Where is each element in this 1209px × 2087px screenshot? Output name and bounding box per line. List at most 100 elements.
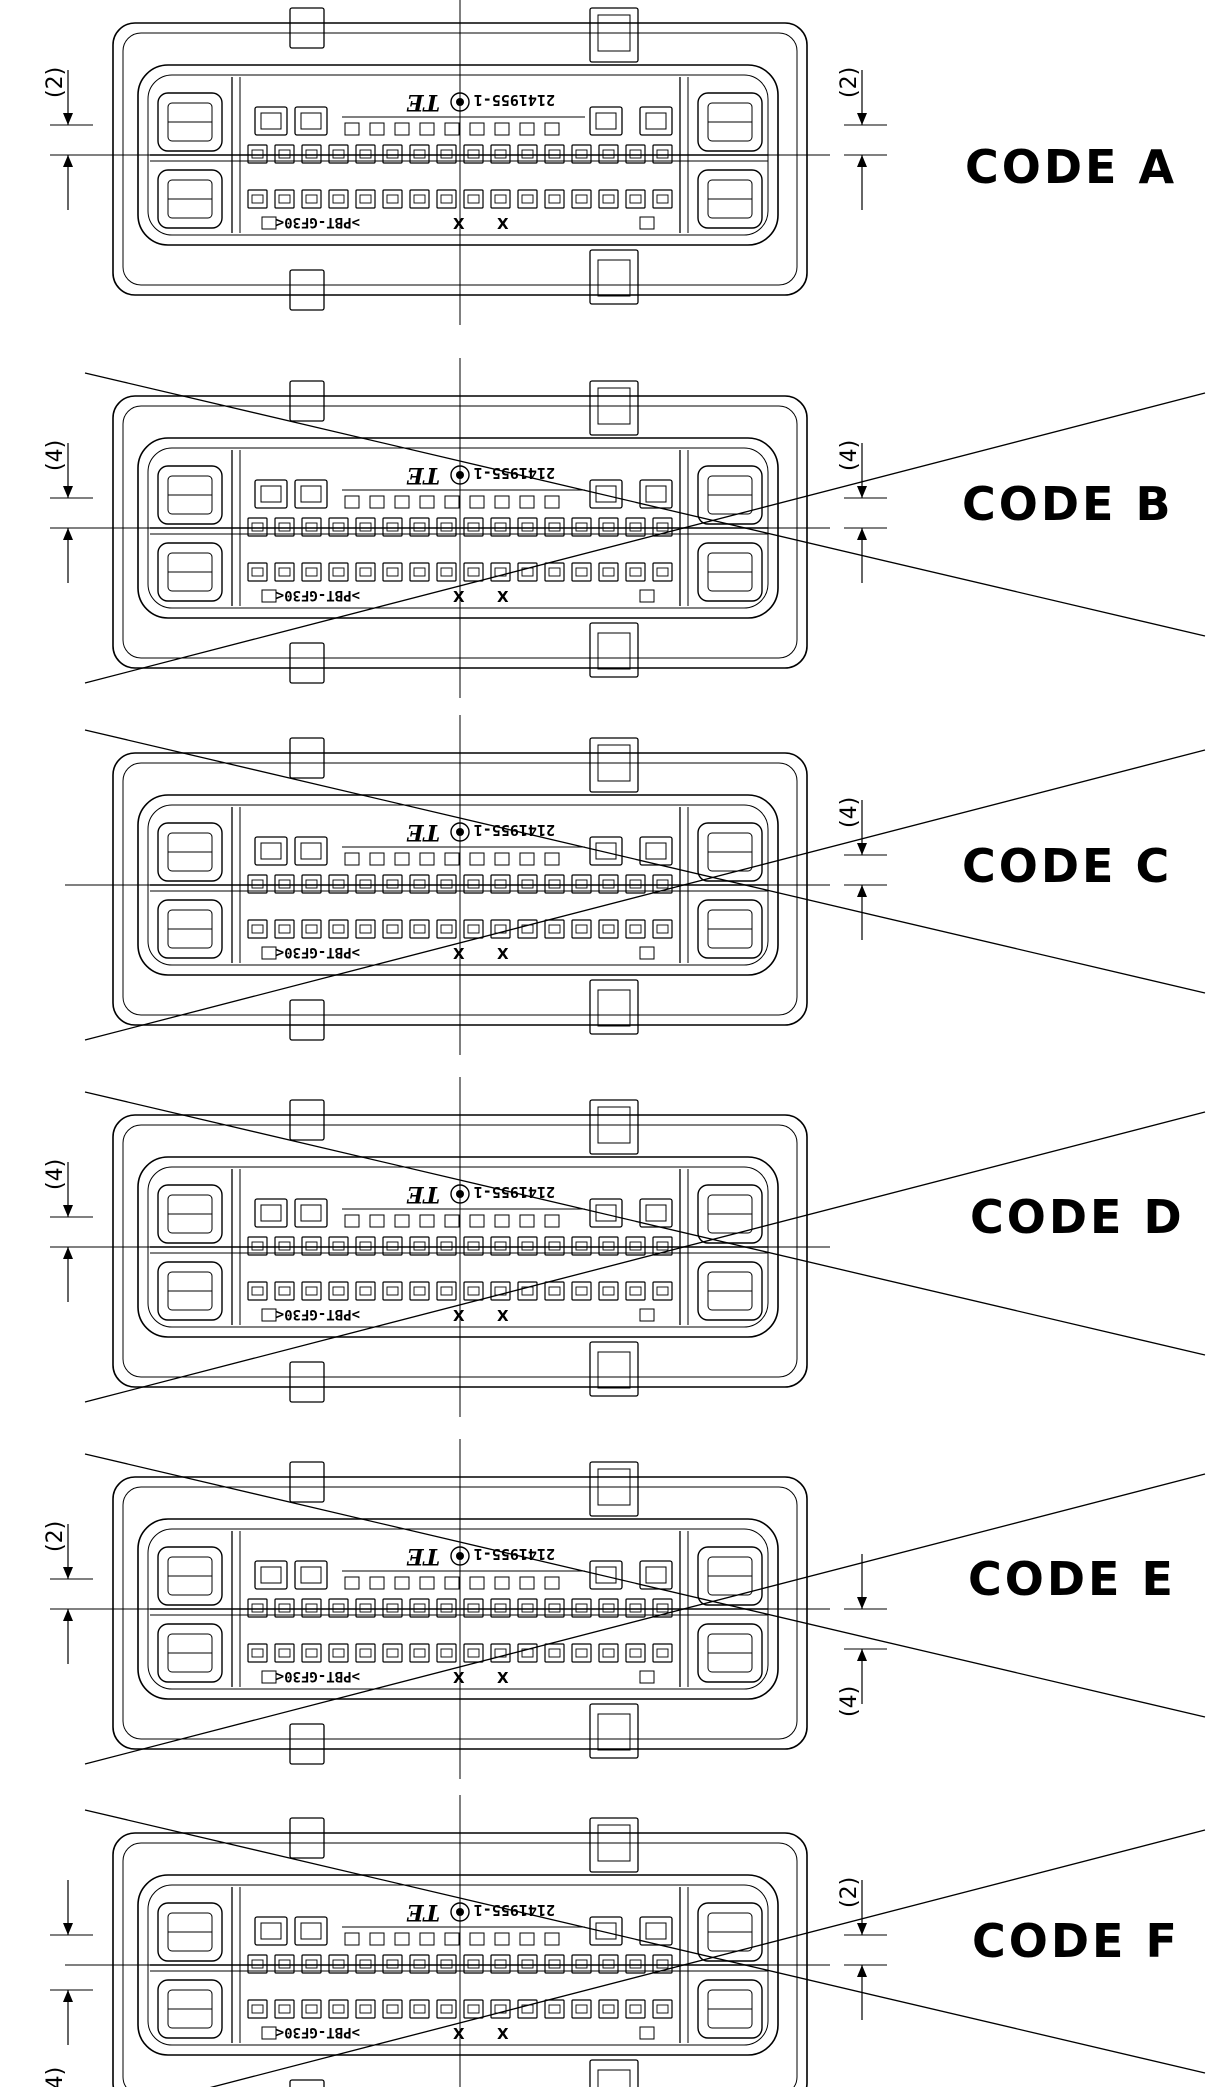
end-cavity bbox=[697, 1623, 763, 1683]
dimension-label-group: (4) bbox=[43, 440, 68, 471]
dimension-1: (2) bbox=[837, 67, 887, 210]
pin-cavity bbox=[519, 1214, 535, 1228]
coding-cavity bbox=[589, 1198, 623, 1228]
x-mark: X bbox=[453, 945, 465, 963]
pin-cavity bbox=[328, 919, 349, 939]
pin-cavity-inner bbox=[305, 1648, 318, 1658]
pin-cavity bbox=[409, 1643, 430, 1663]
pin-cavity-inner bbox=[602, 1959, 615, 1969]
pin-cavity-inner bbox=[278, 567, 291, 577]
pin-cavity-inner bbox=[575, 924, 588, 934]
pin-cavity-inner bbox=[386, 1648, 399, 1658]
inverted-material: >PBT-GF30< bbox=[276, 1668, 360, 1684]
pin-cavity bbox=[274, 1598, 295, 1618]
pin-cavity bbox=[625, 562, 646, 582]
pin-cavity bbox=[394, 1214, 410, 1228]
coding-cavity bbox=[589, 1560, 623, 1590]
pin-cavity bbox=[519, 1932, 535, 1946]
pin-cavity-inner bbox=[386, 924, 399, 934]
pin-cavity bbox=[328, 562, 349, 582]
dimension-arrow bbox=[63, 1990, 73, 2002]
latch-tab bbox=[289, 1099, 325, 1141]
material-marking: >PBT-GF30< bbox=[276, 2024, 360, 2040]
pin-cavity bbox=[544, 1954, 565, 1974]
pin-cavity bbox=[544, 1598, 565, 1618]
pin-cavity-inner bbox=[521, 1241, 534, 1251]
pin-cavity bbox=[344, 1932, 360, 1946]
dimension-label: (4) bbox=[43, 1159, 68, 1190]
pin-cavity bbox=[301, 1999, 322, 2019]
pin-cavity-inner bbox=[251, 924, 264, 934]
pin-cavity-inner bbox=[278, 924, 291, 934]
pin-cavity bbox=[598, 517, 619, 537]
pin-cavity bbox=[544, 1999, 565, 2019]
pin-cavity bbox=[652, 562, 673, 582]
pin-cavity bbox=[344, 495, 360, 509]
pin-cavity bbox=[625, 1598, 646, 1618]
pin-cavity bbox=[544, 852, 560, 866]
pin-cavity bbox=[517, 517, 538, 537]
pin-cavity-inner bbox=[440, 149, 453, 159]
pin-cavity bbox=[274, 919, 295, 939]
pin-cavity-inner bbox=[548, 1648, 561, 1658]
foot-mark bbox=[639, 1670, 655, 1684]
pin-cavity-inner bbox=[629, 149, 642, 159]
pin-cavity bbox=[355, 1643, 376, 1663]
pin-cavity-inner bbox=[575, 1648, 588, 1658]
pin-cavity-inner bbox=[548, 149, 561, 159]
pin-cavity-inner bbox=[629, 522, 642, 532]
coding-cavity-inner bbox=[300, 842, 322, 860]
latch-tab-inner bbox=[597, 744, 631, 782]
dimension-arrow bbox=[63, 1609, 73, 1621]
pin-cavity-inner bbox=[386, 567, 399, 577]
pin-cavity bbox=[409, 517, 430, 537]
pin-cavity bbox=[355, 874, 376, 894]
pin-cavity-inner bbox=[413, 149, 426, 159]
latch-tab bbox=[289, 1723, 325, 1765]
pin-cavity bbox=[436, 517, 457, 537]
material-marking: >PBT-GF30< bbox=[276, 944, 360, 960]
end-cavity bbox=[157, 1184, 223, 1244]
latch-tab bbox=[289, 380, 325, 422]
pin-cavity-inner bbox=[251, 1286, 264, 1296]
dimension-0: (4) bbox=[837, 797, 887, 940]
dimension-arrow bbox=[857, 1649, 867, 1661]
pin-cavity-inner bbox=[521, 879, 534, 889]
pin-cavity-inner bbox=[656, 1648, 669, 1658]
pin-cavity bbox=[571, 874, 592, 894]
latch-tab bbox=[589, 737, 639, 793]
pin-cavity-inner bbox=[305, 1959, 318, 1969]
pin-cavity-inner bbox=[656, 2004, 669, 2014]
end-cavity bbox=[157, 1261, 223, 1321]
pin-cavity bbox=[463, 144, 484, 164]
pin-cavity bbox=[490, 1281, 511, 1301]
dimension-0: (4) bbox=[43, 440, 93, 583]
pin-cavity-inner bbox=[278, 2004, 291, 2014]
pin-cavity-inner bbox=[440, 2004, 453, 2014]
pin-cavity bbox=[328, 1643, 349, 1663]
foot-mark bbox=[639, 1308, 655, 1322]
x-mark: X bbox=[497, 1669, 509, 1687]
pin-cavity bbox=[490, 1598, 511, 1618]
pin-cavity bbox=[625, 517, 646, 537]
coding-cavity-inner bbox=[645, 1922, 667, 1940]
pin-cavity bbox=[598, 1999, 619, 2019]
latch-tab bbox=[289, 2079, 325, 2087]
dimension-arrow bbox=[63, 1205, 73, 1217]
end-cavity bbox=[157, 465, 223, 525]
pin-cavity bbox=[517, 1954, 538, 1974]
code-label: CODE B bbox=[962, 477, 1174, 531]
pin-cavity bbox=[247, 1954, 268, 1974]
pin-cavity bbox=[247, 1281, 268, 1301]
pin-cavity bbox=[571, 1236, 592, 1256]
cut-line bbox=[84, 729, 1206, 994]
pin-cavity-inner bbox=[548, 194, 561, 204]
pin-cavity-inner bbox=[629, 1286, 642, 1296]
pin-cavity-inner bbox=[548, 924, 561, 934]
inverted-material: >PBT-GF30< bbox=[276, 1306, 360, 1322]
pin-cavity bbox=[652, 1954, 673, 1974]
pin-cavity-inner bbox=[602, 567, 615, 577]
pin-cavity bbox=[301, 919, 322, 939]
pin-cavity bbox=[598, 1954, 619, 1974]
coding-cavity-inner bbox=[645, 842, 667, 860]
